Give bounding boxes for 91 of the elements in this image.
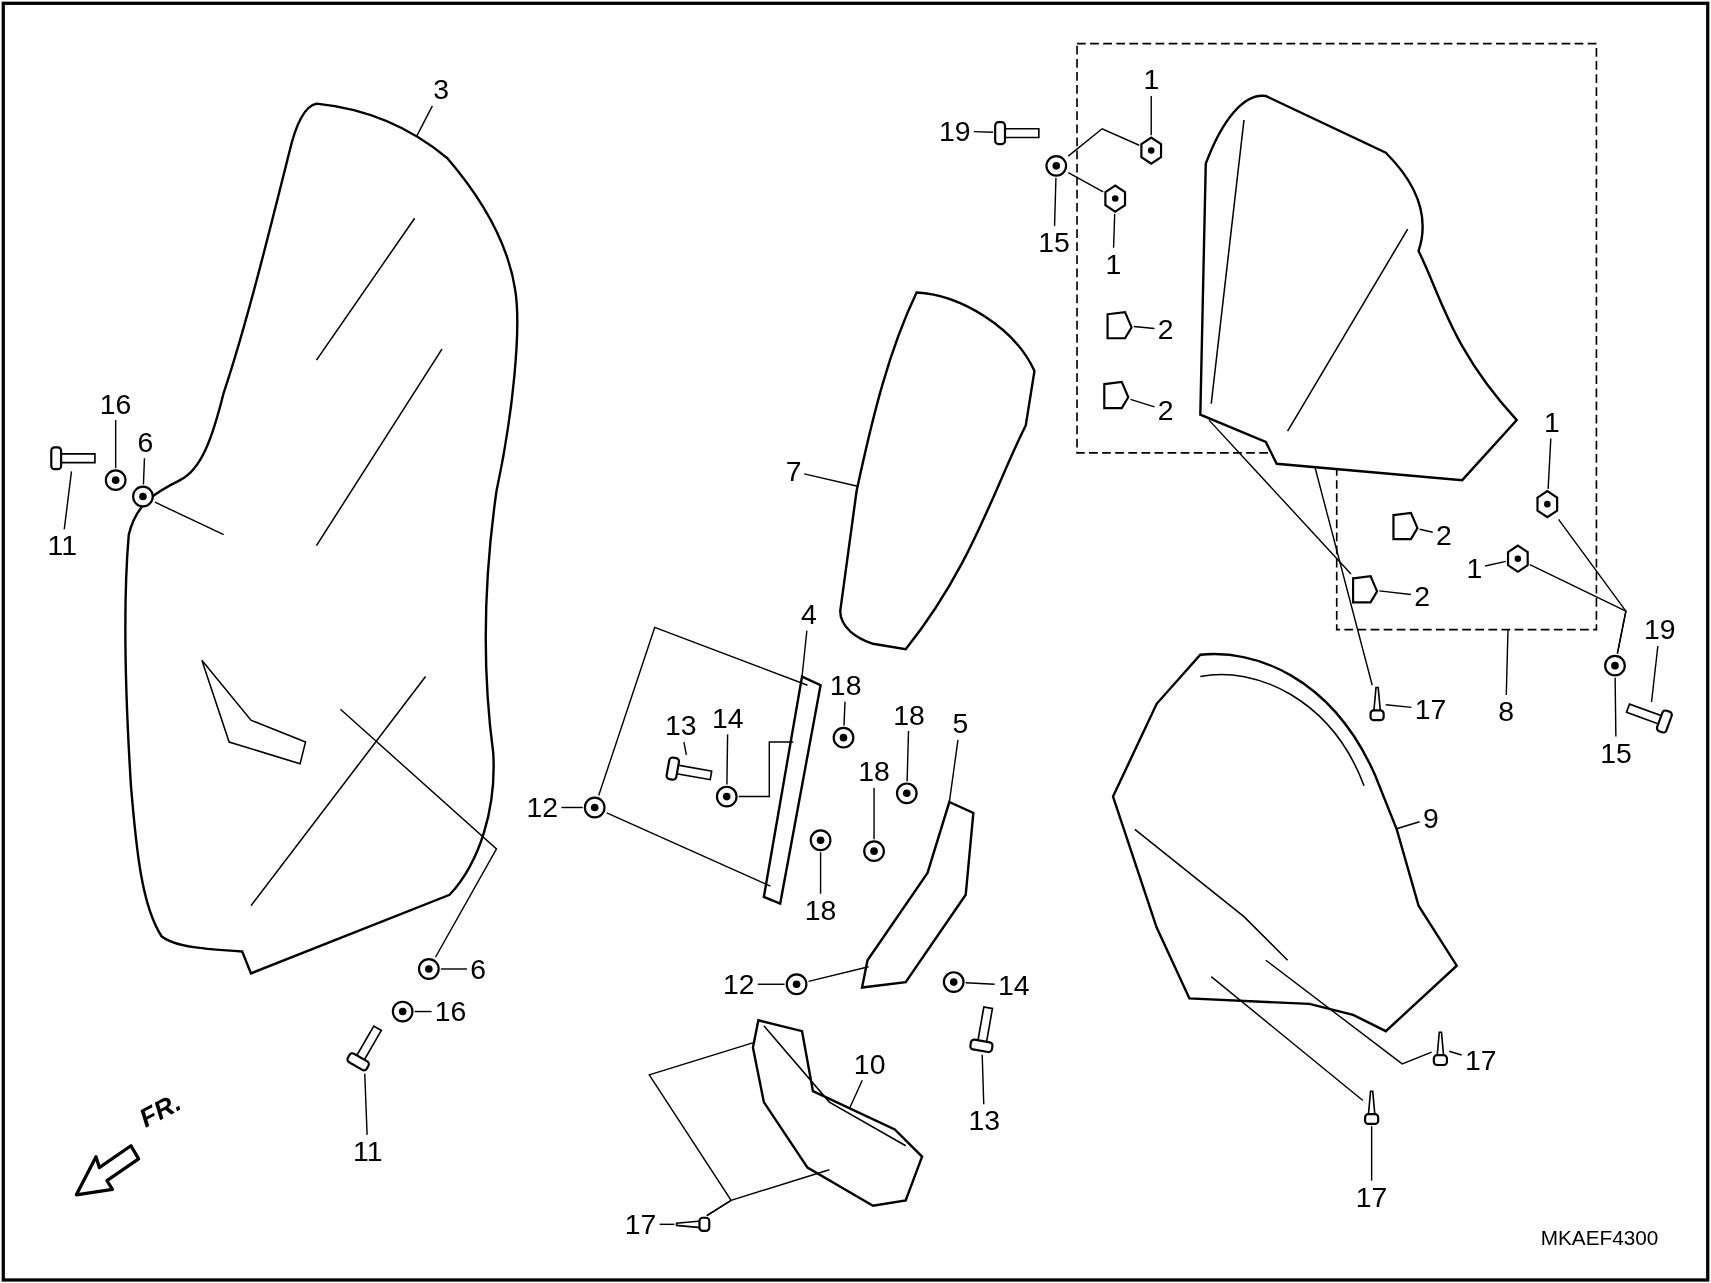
leader-line: [683, 741, 688, 756]
leader-line: [63, 470, 73, 530]
nut: [1536, 489, 1559, 519]
leader-line: [803, 473, 859, 487]
leader-line: [1650, 645, 1659, 703]
assembly-line: [1265, 959, 1433, 1065]
leader-line: [873, 787, 875, 840]
assembly-line: [1067, 127, 1140, 157]
assembly-line: [706, 1169, 830, 1217]
bolt: [50, 446, 96, 471]
leader-line: [819, 851, 822, 895]
leader-line: [413, 1010, 433, 1013]
assembly-line: [154, 501, 225, 536]
assembly-line: [598, 626, 809, 797]
nut: [1506, 544, 1529, 574]
assembly-line: [1067, 171, 1104, 193]
washer: [583, 796, 606, 819]
clip: [1106, 310, 1133, 340]
leader-line: [965, 982, 996, 985]
clip: [1392, 511, 1419, 541]
leader-line: [142, 457, 146, 486]
washer: [863, 840, 885, 863]
direction-label: FR.: [135, 1088, 185, 1132]
leader-line: [1448, 1050, 1463, 1056]
leader-line: [364, 1072, 368, 1136]
assembly-line: [1210, 975, 1364, 1102]
nut: [1140, 136, 1163, 165]
assembly-line: [1208, 419, 1352, 575]
leader-line: [1385, 704, 1413, 709]
leader-line: [1614, 676, 1617, 738]
washer: [417, 958, 440, 980]
washer: [1045, 154, 1068, 177]
leader-line: [981, 1054, 985, 1105]
clip: [1352, 574, 1379, 604]
leader-line: [1484, 560, 1507, 567]
leader-line: [1547, 437, 1552, 490]
screw: [1364, 1090, 1380, 1126]
leader-line: [1505, 628, 1509, 696]
leader-line: [440, 968, 468, 970]
washer: [104, 469, 127, 492]
leader-line: [114, 419, 117, 469]
bolt: [664, 755, 713, 782]
leader-line: [1395, 821, 1421, 830]
leader-line: [1418, 528, 1434, 533]
cowl: [839, 291, 1036, 651]
leader-line: [848, 1079, 863, 1109]
bolt: [345, 1024, 383, 1073]
leader-line: [1378, 590, 1412, 596]
screw: [1369, 686, 1385, 722]
washer: [942, 971, 965, 993]
clip: [1103, 380, 1130, 410]
washer: [785, 973, 808, 996]
lower-cover: [751, 1018, 924, 1208]
cover: [1199, 94, 1518, 482]
bolt: [1625, 703, 1674, 735]
leader-line: [948, 739, 959, 803]
assembly-line: [1529, 563, 1627, 655]
bolt: [994, 121, 1040, 146]
screw: [1432, 1031, 1448, 1067]
leader-line: [1129, 398, 1156, 408]
leader-line: [1133, 325, 1156, 330]
leader-line: [1370, 1125, 1373, 1182]
washer: [832, 726, 855, 749]
dashed-group-frame: [1077, 43, 1597, 630]
leader-line: [757, 983, 786, 985]
mounting-bracket: [860, 800, 975, 989]
leader-line: [1150, 95, 1152, 136]
leader-line: [726, 733, 729, 786]
leader-line: [658, 1223, 676, 1226]
leader-line: [801, 630, 808, 678]
washer: [715, 785, 738, 808]
washer: [132, 485, 154, 508]
leader-line: [906, 730, 910, 782]
nut: [1104, 184, 1127, 213]
washer: [391, 1000, 414, 1023]
leader-line: [1112, 213, 1116, 249]
leader-line: [843, 700, 846, 727]
bolt: [968, 1006, 995, 1054]
leader-line: [1053, 177, 1057, 227]
inner-panel: [1111, 652, 1458, 1033]
leader-line: [560, 806, 584, 809]
drawing-code: MKAEF4300: [1540, 1227, 1659, 1249]
assembly-line: [807, 966, 870, 983]
leader-line: [415, 105, 434, 138]
washer: [895, 782, 918, 805]
screw: [675, 1216, 711, 1232]
leader-line: [973, 130, 994, 133]
washer: [1604, 654, 1626, 677]
washer: [809, 829, 832, 852]
assembly-line: [738, 741, 794, 798]
assembly-line: [606, 812, 772, 887]
